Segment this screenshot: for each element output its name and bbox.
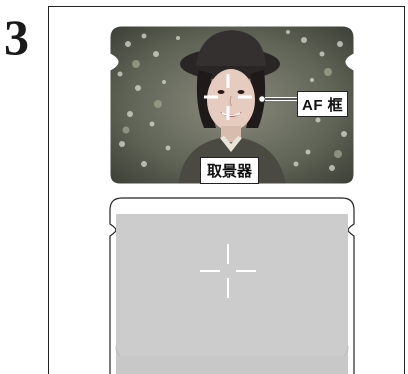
step-number: 3 bbox=[4, 9, 29, 65]
lcd-gray-view bbox=[108, 196, 356, 374]
viewfinder-label: 取景器 bbox=[200, 157, 260, 184]
instruction-frame bbox=[48, 6, 405, 374]
af-frame-label: AF 框 bbox=[297, 91, 349, 117]
lcd-crosshair bbox=[200, 244, 256, 298]
af-crosshair bbox=[204, 74, 252, 120]
lcd-gray-svg bbox=[109, 197, 355, 374]
